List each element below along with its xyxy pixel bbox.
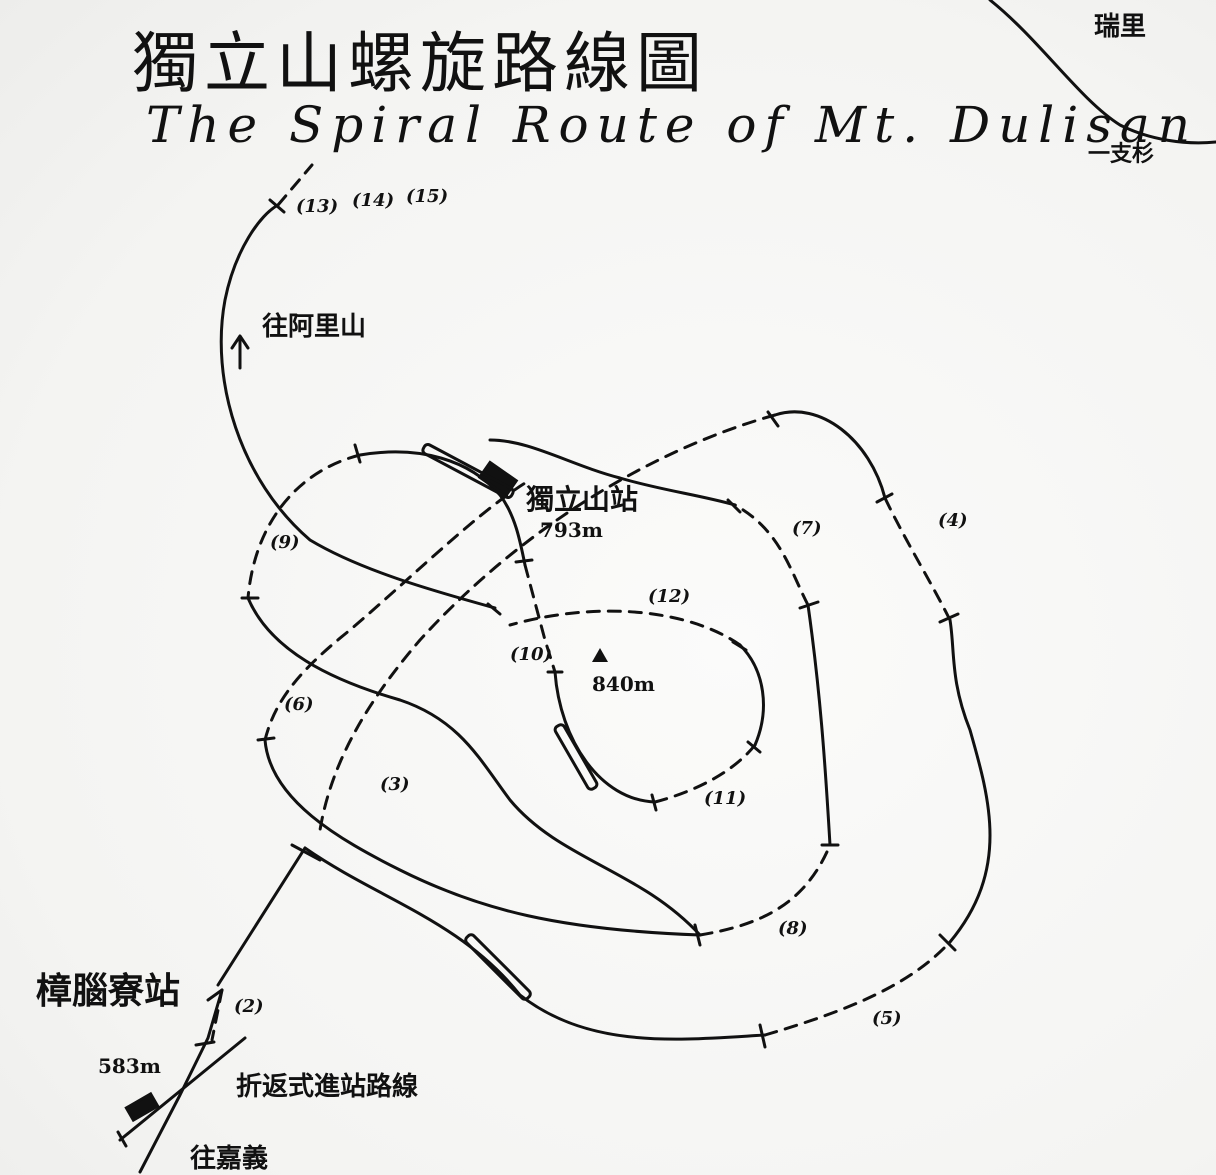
section-label-5: (5)	[872, 1008, 902, 1029]
direction-to-chiayi: 往嘉義	[190, 1144, 269, 1174]
platform-inner	[553, 723, 599, 791]
middle-loop-dashed-bottom	[698, 843, 832, 937]
section-label-10: (10)	[510, 644, 553, 665]
title-chinese: 獨立山螺旋路線圖	[132, 25, 708, 102]
inner-spiral-solid	[553, 670, 657, 804]
title-english: The Spiral Route of Mt. Dulisan	[146, 96, 1198, 154]
inner-loop-left	[246, 596, 702, 937]
platform-upper	[421, 443, 515, 499]
summit-altitude: 840m	[592, 672, 655, 696]
section-label-2: (2)	[234, 996, 264, 1017]
alishan-dashed-exit	[276, 163, 314, 207]
zhangnaoliao-station-name: 樟腦寮站	[36, 970, 181, 1012]
zhangnaoliao-station-altitude: 583m	[98, 1054, 161, 1078]
section-label-11: (11)	[704, 788, 747, 809]
alishan-loop	[219, 203, 497, 610]
outer-loop-right	[948, 618, 992, 944]
switchback-spur	[118, 1036, 247, 1142]
approach-track	[138, 988, 224, 1174]
section-label-7: (7)	[792, 518, 822, 539]
direction-to-alishan: 往阿里山	[262, 312, 367, 342]
dulishan-station-building	[477, 460, 519, 498]
section-label-8: (8)	[778, 918, 808, 939]
dulishan-station-name: 獨立山站	[526, 483, 639, 516]
middle-loop-top	[488, 438, 737, 507]
middle-loop-dashed-left	[246, 453, 362, 600]
section-label-3: (3)	[380, 774, 410, 795]
outer-loop-top-right	[773, 410, 887, 500]
inner-spiral-dashed	[523, 563, 557, 674]
outer-loop-dashed-right	[883, 496, 952, 622]
approach-track-upper	[216, 846, 307, 987]
switchback-note: 折返式進站路線	[236, 1072, 419, 1102]
outer-loop-dashed-diagonal	[318, 413, 777, 832]
summit-triangle-icon	[592, 648, 608, 662]
place-yizhan: 一支杉	[1088, 141, 1155, 167]
place-ruili: 瑞里	[1094, 12, 1147, 42]
dulishan-station-altitude: 793m	[540, 518, 603, 542]
section-label-4: (4)	[938, 510, 968, 531]
section-label-12: (12)	[648, 586, 691, 607]
middle-loop-dashed-upper-right	[733, 503, 810, 607]
platform-lower	[464, 933, 532, 1001]
section-label-13: (13)	[296, 196, 339, 217]
alishan-arrow	[230, 334, 250, 370]
zhangnaoliao-station-building	[124, 1091, 160, 1123]
outer-loop-dashed-bottom	[763, 940, 952, 1037]
middle-loop-dashed-lower-left	[263, 478, 532, 742]
outer-loop-lower	[303, 846, 767, 1041]
inner-spiral-right	[738, 643, 765, 747]
middle-loop-right	[806, 603, 832, 847]
middle-loop-left	[263, 738, 702, 937]
inner-spiral-dashed-top	[508, 609, 742, 647]
section-label-6: (6)	[284, 694, 314, 715]
section-label-15: (15)	[406, 186, 449, 207]
inner-spiral-dashed-bottom	[653, 743, 757, 804]
ruili-road	[988, 0, 1216, 145]
section-label-9: (9)	[270, 532, 300, 553]
section-label-14: (14)	[352, 190, 395, 211]
approach-track-dashed	[210, 988, 224, 1042]
